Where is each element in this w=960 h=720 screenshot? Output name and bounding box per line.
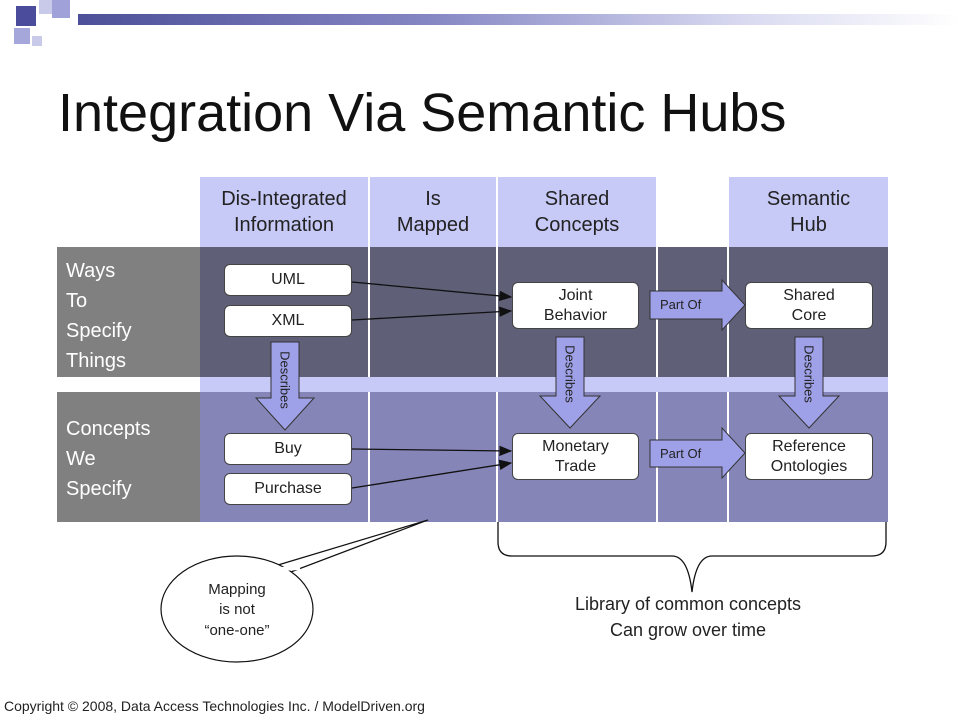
- node-joint-behavior: Joint Behavior: [512, 282, 639, 329]
- row-separator-band: [200, 377, 888, 392]
- cell-ways-mapped: [370, 247, 496, 377]
- library-brace: [497, 522, 887, 593]
- header-gradient-bar: [78, 14, 960, 25]
- describes-arrow-left: [254, 341, 316, 431]
- describes-label-middle: Describes: [562, 345, 578, 403]
- describes-arrow-right: [777, 336, 841, 429]
- describes-label-left: Describes: [277, 351, 293, 409]
- node-purchase: Purchase: [224, 473, 352, 505]
- part-of-arrow-bottom: [649, 426, 746, 480]
- cell-concepts-mapped: [370, 392, 496, 522]
- column-header-semantic-hub: Semantic Hub: [729, 177, 888, 247]
- part-of-label-top: Part Of: [660, 297, 702, 312]
- node-xml: XML: [224, 305, 352, 337]
- node-buy: Buy: [224, 433, 352, 465]
- node-shared-core: Shared Core: [745, 282, 873, 329]
- describes-arrow-middle: [538, 336, 602, 429]
- callout-bubble: [160, 555, 314, 663]
- row-label-concepts: Concepts We Specify: [66, 418, 151, 500]
- column-header-is-mapped: Is Mapped: [370, 177, 496, 247]
- part-of-arrow-top: [649, 278, 746, 332]
- node-monetary-trade: Monetary Trade: [512, 433, 639, 480]
- column-header-dis-integrated: Dis-Integrated Information: [200, 177, 368, 247]
- slide-title: Integration Via Semantic Hubs: [58, 83, 787, 143]
- connector-buy-monetary: [351, 445, 513, 457]
- callout-text: Mapping is not “one-one”: [204, 581, 270, 639]
- connector-xml-joint: [351, 306, 513, 321]
- connector-purchase-monetary: [351, 459, 513, 489]
- row-label-ways: Ways To Specify Things: [66, 260, 132, 372]
- library-note: Library of common concepts Can grow over…: [574, 594, 802, 641]
- part-of-label-bottom: Part Of: [660, 446, 702, 461]
- node-uml: UML: [224, 264, 352, 296]
- connector-uml-joint: [351, 281, 513, 302]
- corner-decoration: [0, 0, 80, 60]
- row-concepts-label-bg: [57, 392, 200, 522]
- copyright-footer: Copyright © 2008, Data Access Technologi…: [4, 698, 425, 714]
- node-reference-ontologies: Reference Ontologies: [745, 433, 873, 480]
- describes-label-right: Describes: [801, 345, 817, 403]
- row-ways-label-bg: [57, 247, 200, 377]
- column-header-shared-concepts: Shared Concepts: [498, 177, 656, 247]
